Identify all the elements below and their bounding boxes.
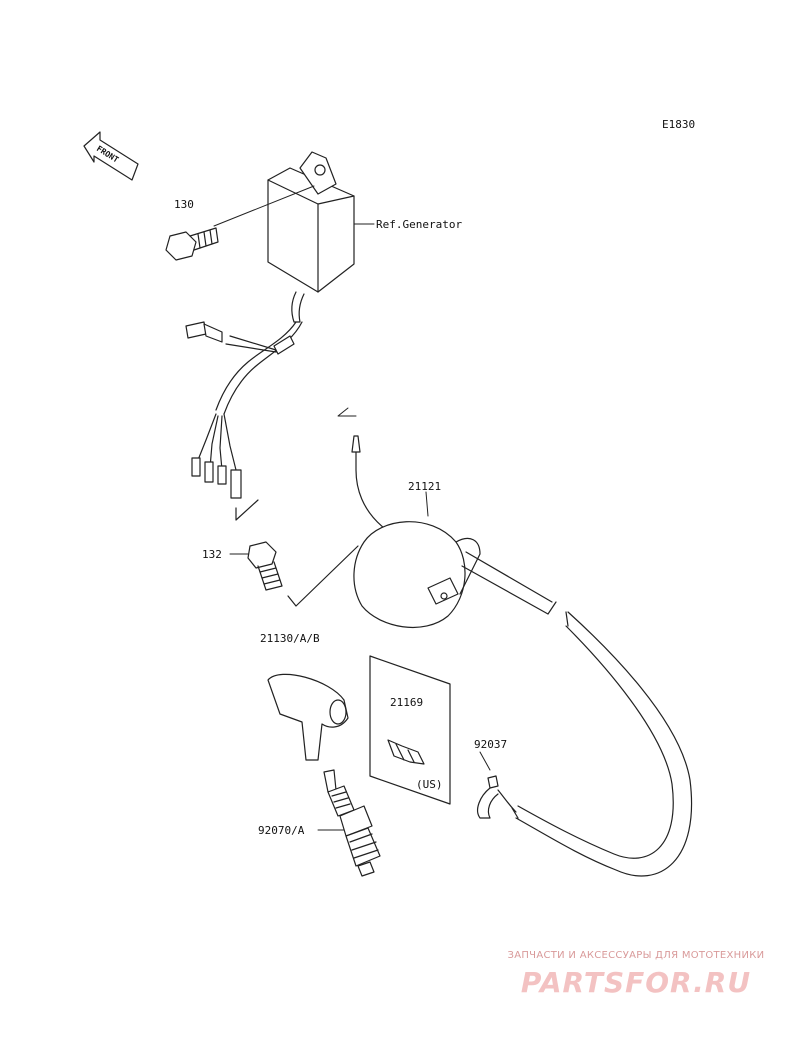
generator-harness xyxy=(185,321,303,521)
plug-cap-21130 xyxy=(267,673,349,761)
label-21169: 21169 xyxy=(390,696,423,709)
high-tension-cable xyxy=(511,611,692,877)
watermark-subtitle: ЗАПЧАСТИ И АКСЕССУАРЫ ДЛЯ МОТОТЕХНИКИ xyxy=(507,950,765,961)
bolt-132 xyxy=(247,541,359,607)
label-132: 132 xyxy=(202,548,222,561)
label-92070: 92070/A xyxy=(258,824,305,837)
label-92037: 92037 xyxy=(474,738,507,751)
label-130: 130 xyxy=(174,198,194,211)
leader-lines xyxy=(213,185,491,831)
label-us: (US) xyxy=(416,778,443,791)
bolt-130 xyxy=(165,227,219,261)
front-arrow-icon xyxy=(83,131,139,181)
clamp-92037 xyxy=(477,775,517,819)
ignition-coil-21121 xyxy=(351,435,557,628)
watermark-logo: PARTSFOR.RU xyxy=(520,966,752,999)
clip-21169-box xyxy=(369,655,451,805)
diagram-code: E1830 xyxy=(662,118,695,131)
label-21130: 21130/A/B xyxy=(260,632,320,645)
label-ref-generator: Ref.Generator xyxy=(376,218,462,231)
spark-plug-92070 xyxy=(323,769,381,877)
ref-generator-unit xyxy=(267,151,355,323)
label-21121: 21121 xyxy=(408,480,441,493)
